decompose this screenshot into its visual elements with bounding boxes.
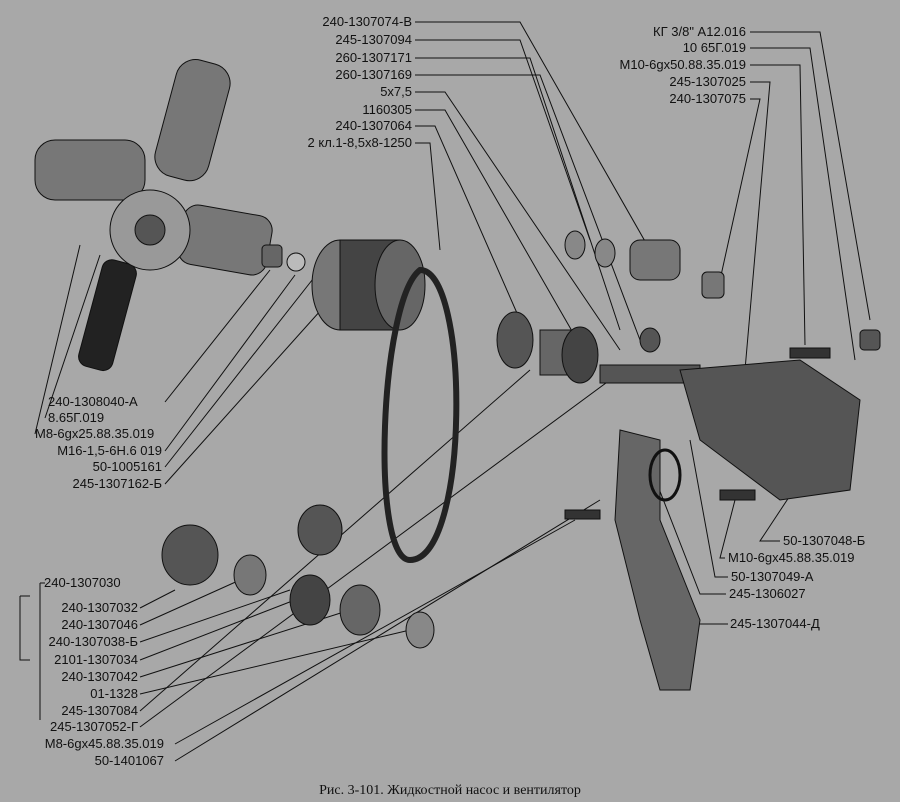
coupling xyxy=(161,524,219,586)
part-label: 240-1307042 xyxy=(61,669,138,684)
lock-plate xyxy=(405,611,435,649)
part-label: 50-1005161 xyxy=(92,459,162,474)
part-label: 50-1307048-Б xyxy=(783,533,866,548)
pulley xyxy=(311,239,426,331)
part-label: 240-1307038-Б xyxy=(48,634,139,649)
part-label: 260-1307169 xyxy=(335,67,412,82)
part-label: 260-1307171 xyxy=(335,50,412,65)
part-label: 240-1307074-В xyxy=(322,14,412,29)
part-label: 50-1307049-А xyxy=(731,569,814,584)
part-label: КГ 3/8" А12.016 xyxy=(653,24,746,39)
part-label: 8.65Г.019 xyxy=(48,410,105,425)
part-label: М10-6gx45.88.35.019 xyxy=(728,550,855,565)
sleeve xyxy=(297,504,343,556)
ring xyxy=(594,238,616,268)
part-label: М10-6gx50.88.35.019 xyxy=(619,57,746,72)
inlet-pipe xyxy=(614,429,701,691)
parts xyxy=(34,59,881,691)
gasket xyxy=(648,448,682,502)
nut xyxy=(261,244,283,268)
impeller xyxy=(629,239,681,281)
drain-plug xyxy=(859,329,881,351)
part-label: М8-6gx45.88.35.019 xyxy=(44,736,164,751)
leader-lines xyxy=(19,21,871,762)
part-label: 245-1307094 xyxy=(335,32,412,47)
part-label: 1160305 xyxy=(362,102,412,117)
part-label: 240-1307064 xyxy=(335,118,412,133)
part-label: 240-1307075 xyxy=(669,91,746,106)
part-label: 245-1307044-Д xyxy=(730,616,820,631)
bolt-3 xyxy=(564,509,601,520)
part-label: 245-1307025 xyxy=(669,74,746,89)
bolt-2 xyxy=(719,489,756,501)
part-label: 245-1307084 xyxy=(61,703,138,718)
part-label: 240-1307030 xyxy=(44,575,121,590)
part-label: 2 кл.1-8,5x8-1250 xyxy=(307,135,412,150)
part-label: М8-6gx25.88.35.019 xyxy=(35,426,155,441)
coupling-ring xyxy=(233,554,267,596)
part-label: 245-1307052-Г xyxy=(50,719,138,734)
part-label: 240-1307046 xyxy=(61,617,138,632)
v-belt xyxy=(381,266,460,564)
pump-housing xyxy=(679,359,861,501)
part-label: 10 65Г.019 xyxy=(682,40,746,55)
plug xyxy=(701,271,725,299)
part-label: 2101-1307034 xyxy=(54,652,138,667)
bolt xyxy=(789,347,831,359)
figure-caption: Рис. 3-101. Жидкостной насос и вентилято… xyxy=(319,783,581,798)
part-label: 240-1307032 xyxy=(61,600,138,615)
spring xyxy=(289,574,331,626)
part-label: 240-1308040-А xyxy=(48,394,138,409)
seal xyxy=(564,230,586,260)
part-label: 245-1307162-Б xyxy=(72,476,163,491)
part-label: М16-1,5-6Н.6 019 xyxy=(57,443,162,458)
part-label: 50-1401067 xyxy=(94,753,164,768)
seal-2 xyxy=(639,327,661,353)
part-label: 5x7,5 xyxy=(380,84,412,99)
part-label: 245-1306027 xyxy=(729,586,806,601)
bearing-2 xyxy=(561,326,599,384)
washer xyxy=(286,252,306,272)
bearing xyxy=(496,311,534,369)
fan xyxy=(34,59,273,372)
housing-ring xyxy=(339,584,381,636)
part-label: 01-1328 xyxy=(90,686,138,701)
